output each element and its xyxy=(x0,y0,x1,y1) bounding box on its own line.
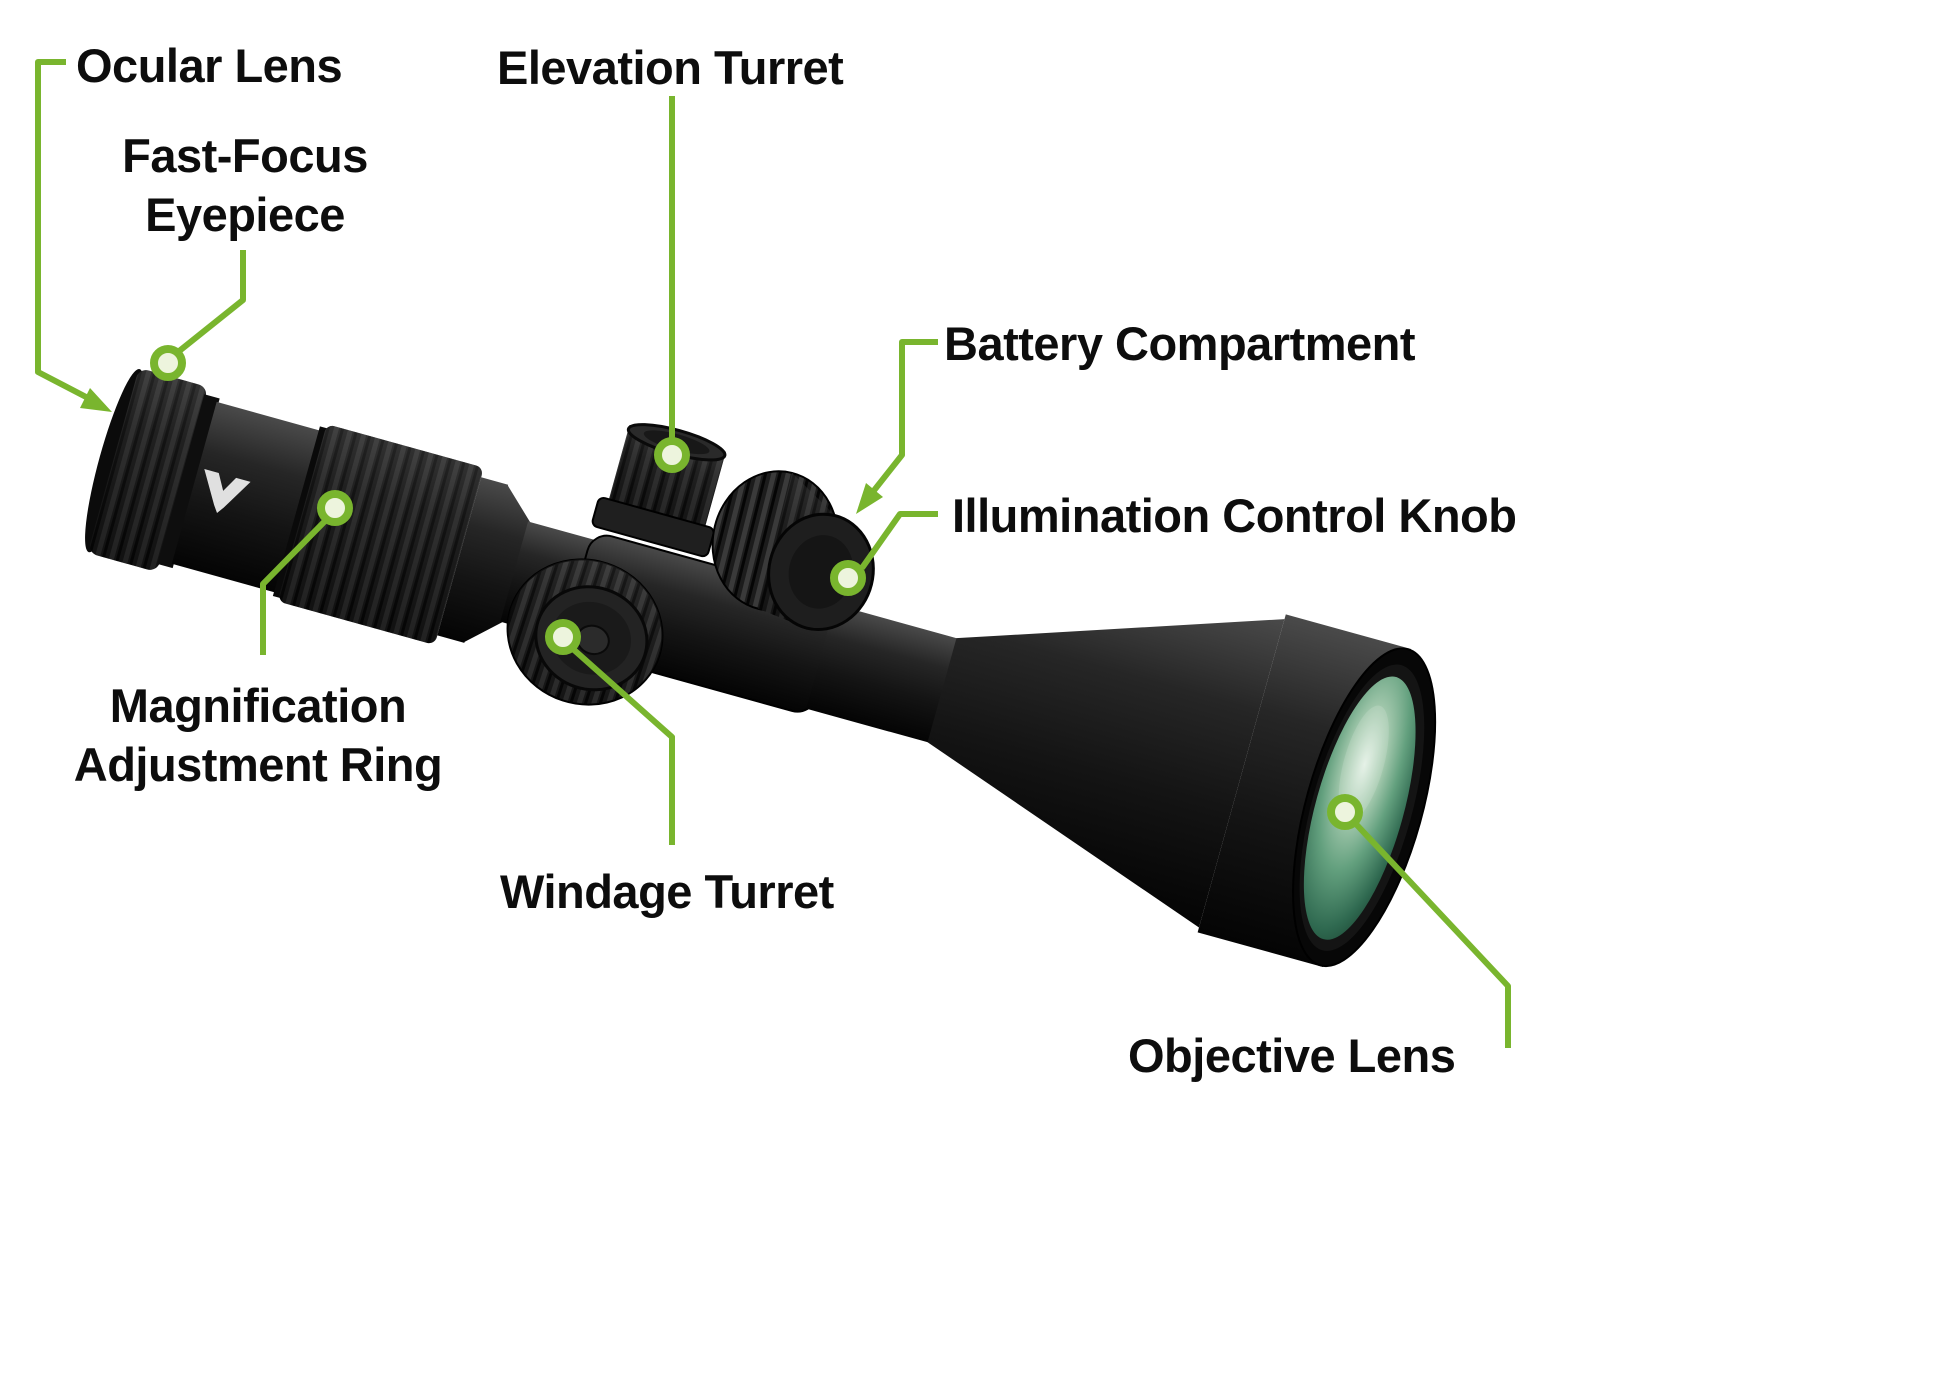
fast-focus-marker xyxy=(150,345,186,381)
eyepiece-collar xyxy=(157,394,220,569)
label-battery-compartment: Battery Compartment xyxy=(944,317,1416,370)
objective-bell-taper xyxy=(927,619,1285,928)
illumination-knob-leader-line xyxy=(859,511,938,570)
fast-focus-ring-shading xyxy=(89,370,207,570)
label-magnification-adjustment-ring: Magnification Adjustment Ring xyxy=(73,679,443,792)
magnification-ring-shading xyxy=(279,425,482,644)
label-ocular-lens: Ocular Lens xyxy=(76,39,343,92)
ocular-lens-leader-line xyxy=(35,59,90,401)
elevation-turret xyxy=(591,423,727,558)
windage-turret-leader-line xyxy=(571,646,675,845)
fast-focus-leader-line xyxy=(176,250,246,355)
ocular-housing xyxy=(171,401,325,594)
magnification-ring-front-collar xyxy=(437,477,509,643)
callout-markers xyxy=(150,345,1363,830)
vortex-logo xyxy=(204,469,251,514)
elevation-turret-flange xyxy=(591,496,715,558)
elevation-turret-marker xyxy=(654,437,690,473)
label-objective-lens: Objective Lens xyxy=(1128,1029,1456,1082)
objective-lens-marker xyxy=(1327,794,1363,830)
label-elevation-turret: Elevation Turret xyxy=(497,41,844,94)
magnification-ring-leader-line xyxy=(260,516,330,655)
magnification-ring-marker xyxy=(317,490,353,526)
label-windage-turret: Windage Turret xyxy=(500,865,834,918)
lens-glare xyxy=(1338,705,1389,822)
ocular-lens-arrowhead xyxy=(80,388,112,412)
callout-leaders xyxy=(35,59,1511,1048)
windage-turret-marker xyxy=(545,619,581,655)
windage-turret xyxy=(506,558,664,706)
objective-lens-leader-line xyxy=(1352,820,1511,1048)
label-illumination-control-knob: Illumination Control Knob xyxy=(952,489,1517,542)
battery-compartment-leader-line xyxy=(869,339,938,495)
illumination-knob-marker xyxy=(830,560,866,596)
label-fast-focus-eyepiece: Fast-Focus Eyepiece xyxy=(122,129,368,242)
battery-compartment-arrowhead xyxy=(856,483,883,514)
eyepiece-taper xyxy=(463,484,531,643)
main-tube-front xyxy=(806,604,961,744)
